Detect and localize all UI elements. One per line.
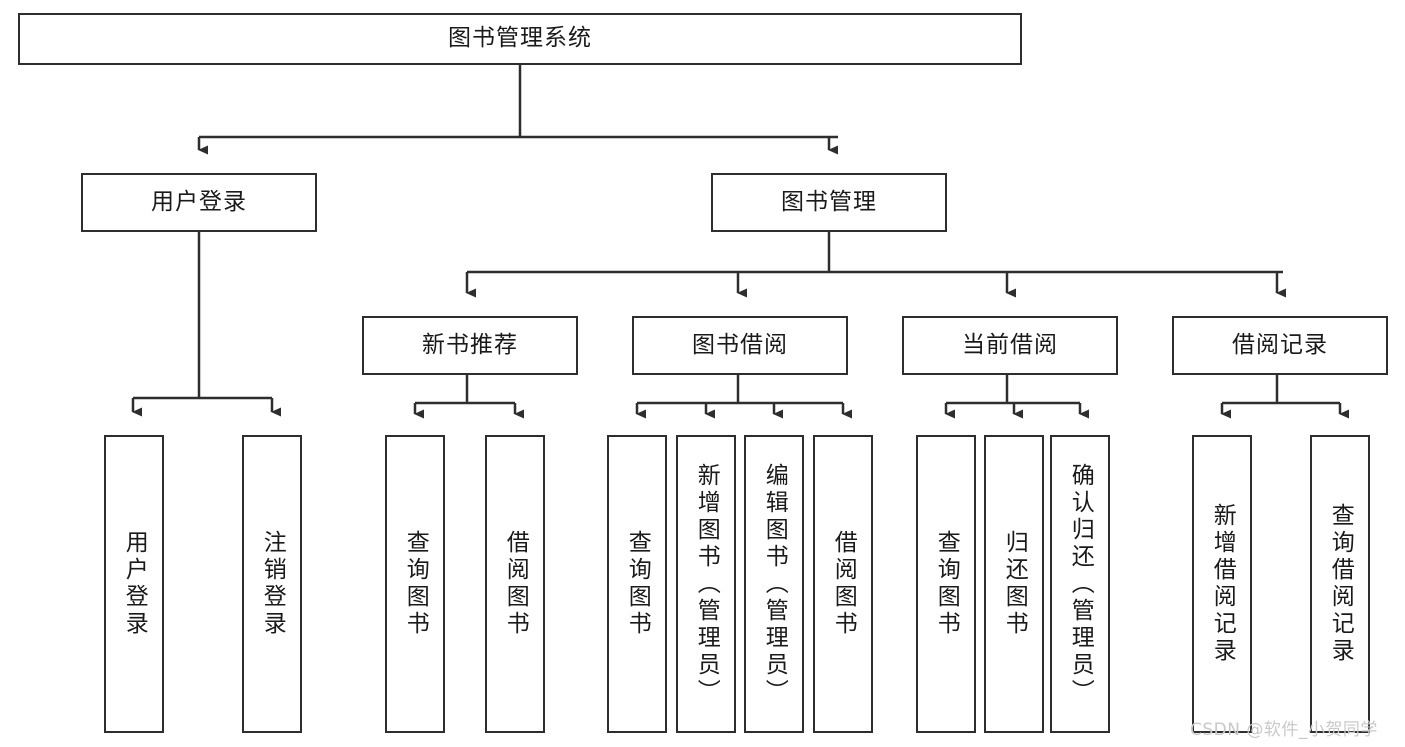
node-user-login[interactable]: 用户登录 bbox=[81, 173, 317, 232]
node-new-book-recommend-label: 新书推荐 bbox=[422, 331, 518, 358]
node-book-borrow-label: 图书借阅 bbox=[692, 331, 788, 358]
node-book-management[interactable]: 图书管理 bbox=[711, 173, 947, 232]
node-leaf-confirm-return-admin-label: 确认归还（管理员） bbox=[1067, 462, 1094, 706]
node-leaf-query-book-borrow-label: 查询图书 bbox=[624, 530, 651, 638]
node-leaf-query-book-current-label: 查询图书 bbox=[933, 530, 960, 638]
node-leaf-query-book-recommend-label: 查询图书 bbox=[402, 530, 429, 638]
node-new-book-recommend[interactable]: 新书推荐 bbox=[362, 316, 578, 375]
node-leaf-borrow-book[interactable]: 借阅图书 bbox=[813, 435, 873, 733]
node-book-management-label: 图书管理 bbox=[781, 188, 877, 215]
node-borrow-record[interactable]: 借阅记录 bbox=[1172, 316, 1388, 375]
node-leaf-edit-book-admin-label: 编辑图书（管理员） bbox=[761, 462, 788, 706]
node-book-borrow[interactable]: 图书借阅 bbox=[632, 316, 848, 375]
watermark: CSDN @软件_小贺同学 bbox=[1190, 720, 1378, 740]
node-leaf-return-book[interactable]: 归还图书 bbox=[984, 435, 1044, 733]
node-root-label: 图书管理系统 bbox=[448, 25, 592, 52]
node-root[interactable]: 图书管理系统 bbox=[18, 13, 1022, 65]
node-leaf-confirm-return-admin[interactable]: 确认归还（管理员） bbox=[1050, 435, 1110, 733]
node-leaf-borrow-book-recommend-label: 借阅图书 bbox=[502, 530, 529, 638]
node-leaf-return-book-label: 归还图书 bbox=[1001, 530, 1028, 638]
node-leaf-add-borrow-record[interactable]: 新增借阅记录 bbox=[1192, 435, 1252, 733]
node-leaf-add-book-admin[interactable]: 新增图书（管理员） bbox=[676, 435, 736, 733]
node-leaf-edit-book-admin[interactable]: 编辑图书（管理员） bbox=[744, 435, 804, 733]
node-leaf-query-borrow-record-label: 查询借阅记录 bbox=[1327, 503, 1354, 665]
node-leaf-borrow-book-label: 借阅图书 bbox=[830, 530, 857, 638]
node-leaf-query-book-current[interactable]: 查询图书 bbox=[916, 435, 976, 733]
node-leaf-user-login[interactable]: 用户登录 bbox=[104, 435, 164, 733]
node-user-login-label: 用户登录 bbox=[151, 188, 247, 215]
node-current-borrow[interactable]: 当前借阅 bbox=[902, 316, 1118, 375]
node-leaf-user-logout[interactable]: 注销登录 bbox=[242, 435, 302, 733]
node-leaf-add-book-admin-label: 新增图书（管理员） bbox=[693, 462, 720, 706]
node-leaf-user-logout-label: 注销登录 bbox=[259, 530, 286, 638]
node-current-borrow-label: 当前借阅 bbox=[962, 331, 1058, 358]
node-leaf-add-borrow-record-label: 新增借阅记录 bbox=[1209, 503, 1236, 665]
node-leaf-query-borrow-record[interactable]: 查询借阅记录 bbox=[1310, 435, 1370, 733]
node-leaf-query-book-borrow[interactable]: 查询图书 bbox=[607, 435, 667, 733]
node-leaf-user-login-label: 用户登录 bbox=[121, 530, 148, 638]
node-borrow-record-label: 借阅记录 bbox=[1232, 331, 1328, 358]
node-leaf-query-book-recommend[interactable]: 查询图书 bbox=[385, 435, 445, 733]
node-leaf-borrow-book-recommend[interactable]: 借阅图书 bbox=[485, 435, 545, 733]
